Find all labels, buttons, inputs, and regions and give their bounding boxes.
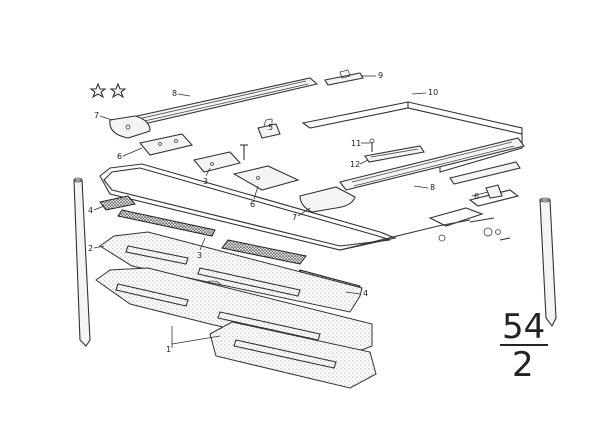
left-post xyxy=(73,177,91,347)
callout-4a-text: 4 xyxy=(88,206,93,215)
bolt xyxy=(240,144,248,160)
callout-6-right: 6 xyxy=(471,191,489,201)
callout-12-text: 12 xyxy=(350,160,360,169)
callout-8-lower: 8 xyxy=(413,183,435,192)
part-8-lower-rail xyxy=(339,137,525,191)
callout-9: 9 xyxy=(362,71,383,80)
callout-5: 5 xyxy=(268,123,273,132)
callout-6-middle: 6 xyxy=(250,185,259,209)
callout-3b-text: 3 xyxy=(197,251,202,260)
callout-3-upper: 3 xyxy=(203,167,211,186)
callout-8a-text: 8 xyxy=(172,89,177,98)
part-4-seal-strip-right xyxy=(221,239,307,265)
part-5-mount xyxy=(257,118,281,139)
part-10-frame xyxy=(301,101,523,173)
part-7-cover-plate-right xyxy=(299,186,356,213)
page-ref-bottom: 2 xyxy=(512,345,534,385)
callout-10-text: 10 xyxy=(428,88,438,97)
part-6-bracket-left xyxy=(138,133,194,156)
drive-mechanism xyxy=(428,184,520,242)
star-symbols xyxy=(89,82,127,99)
part-4-seal-strip-upper xyxy=(99,195,136,211)
callout-4-lower: 4 xyxy=(345,289,368,298)
callout-4b-text: 4 xyxy=(363,289,368,298)
callout-8-upper: 8 xyxy=(172,89,191,98)
callout-9-text: 9 xyxy=(378,71,383,80)
callout-4-upper: 4 xyxy=(88,205,105,215)
callout-6a-text: 6 xyxy=(117,152,122,161)
page-ref-top: 54 xyxy=(502,307,545,347)
callout-6b-text: 6 xyxy=(250,200,255,209)
part-3-plate xyxy=(192,151,242,173)
callout-8b-text: 8 xyxy=(430,183,435,192)
part-7-cover-plate-left xyxy=(109,115,151,139)
callout-3-lower: 3 xyxy=(197,237,206,260)
part-9-bracket xyxy=(324,69,364,86)
callout-2: 2 xyxy=(88,244,105,253)
callout-1-text: 1 xyxy=(166,345,171,354)
part-8-upper-rail xyxy=(126,77,319,127)
part-11-screw xyxy=(369,138,375,152)
callout-3a-text: 3 xyxy=(203,177,208,186)
callout-5-text: 5 xyxy=(268,123,273,132)
side-brace xyxy=(449,161,521,185)
callout-7-left: 7 xyxy=(94,111,113,121)
callout-11-text: 11 xyxy=(351,139,361,148)
callout-6c-text: 6 xyxy=(474,192,479,201)
part-12-rail xyxy=(364,145,425,163)
part-4-seal-strip-mid xyxy=(117,209,216,237)
callout-7a-text: 7 xyxy=(94,111,99,120)
callout-7b-text: 7 xyxy=(292,213,297,222)
part-1-headliner xyxy=(95,267,373,357)
callout-10: 10 xyxy=(411,88,438,97)
callout-6-left: 6 xyxy=(117,147,143,161)
callout-11: 11 xyxy=(351,139,370,148)
part-1-headliner-lower xyxy=(209,321,377,389)
callout-1: 1 xyxy=(166,326,221,354)
callout-2-text: 2 xyxy=(88,244,93,253)
callout-7-right: 7 xyxy=(292,207,311,222)
page-reference: 54 2 xyxy=(500,307,548,385)
callout-12: 12 xyxy=(350,159,369,169)
right-post xyxy=(539,197,557,328)
part-6-bracket-middle xyxy=(232,165,300,191)
